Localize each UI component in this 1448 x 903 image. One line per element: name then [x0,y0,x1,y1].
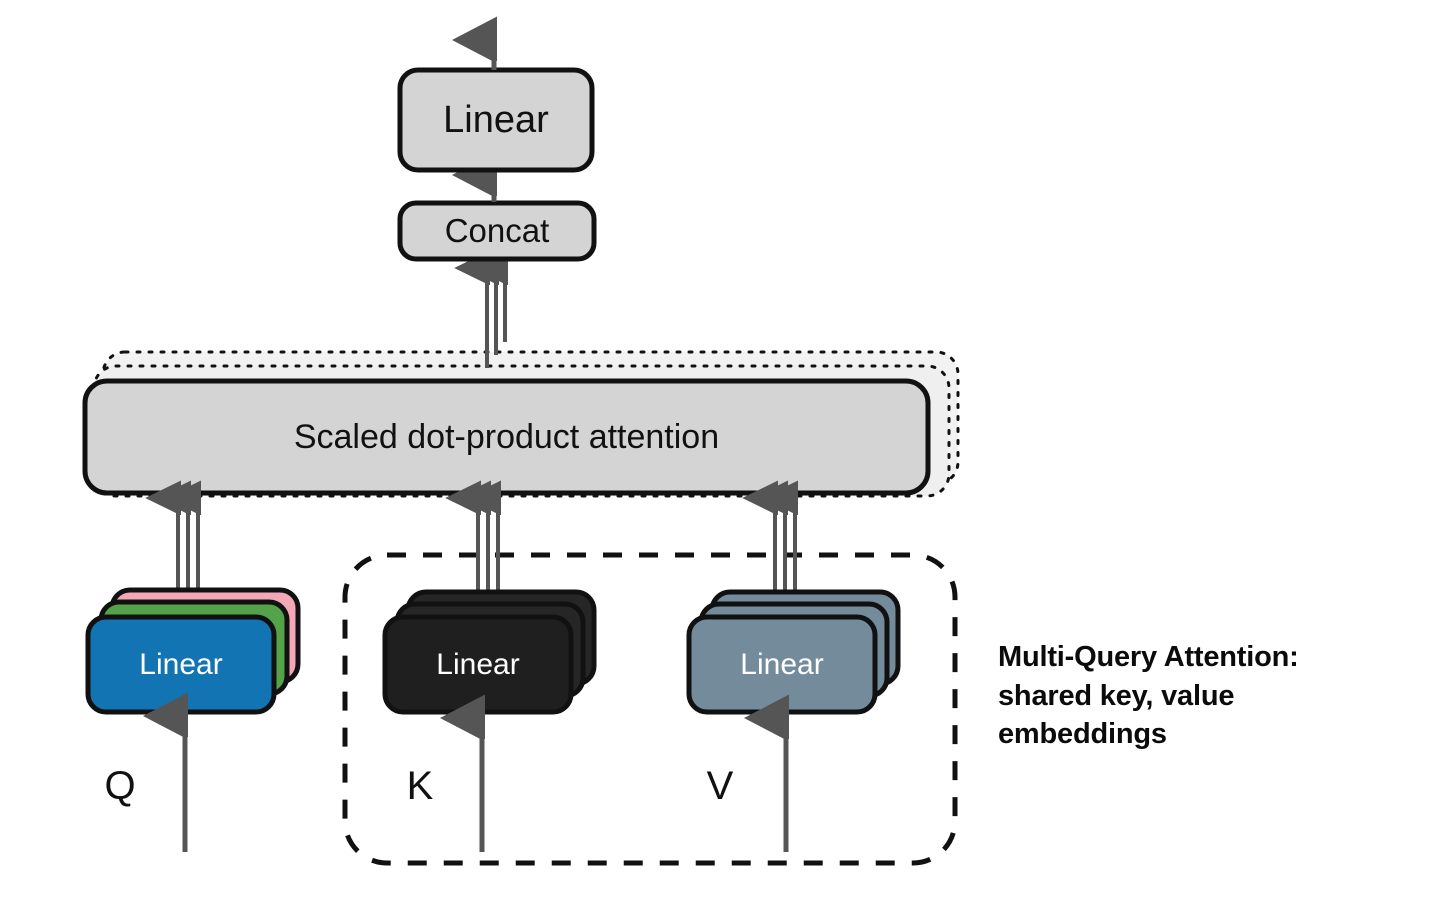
attention-to-concat-arrows [487,268,505,368]
annotation-line-1: Multi-Query Attention: [998,641,1299,673]
key-linear-stack[interactable] [382,589,597,715]
annotation-caption: Multi-Query Attention: shared key, value… [998,638,1398,754]
shared-kv-dashed-group [342,552,958,866]
value-linear-stack[interactable] [686,589,901,715]
concat-box[interactable] [397,200,597,262]
output-linear-box[interactable] [397,67,595,173]
annotation-line-2: shared key, value [998,679,1235,712]
annotation-line-3: embeddings [998,718,1167,751]
query-linear-stack[interactable] [85,587,301,715]
scaled-dot-product-attention-box[interactable] [82,378,931,496]
